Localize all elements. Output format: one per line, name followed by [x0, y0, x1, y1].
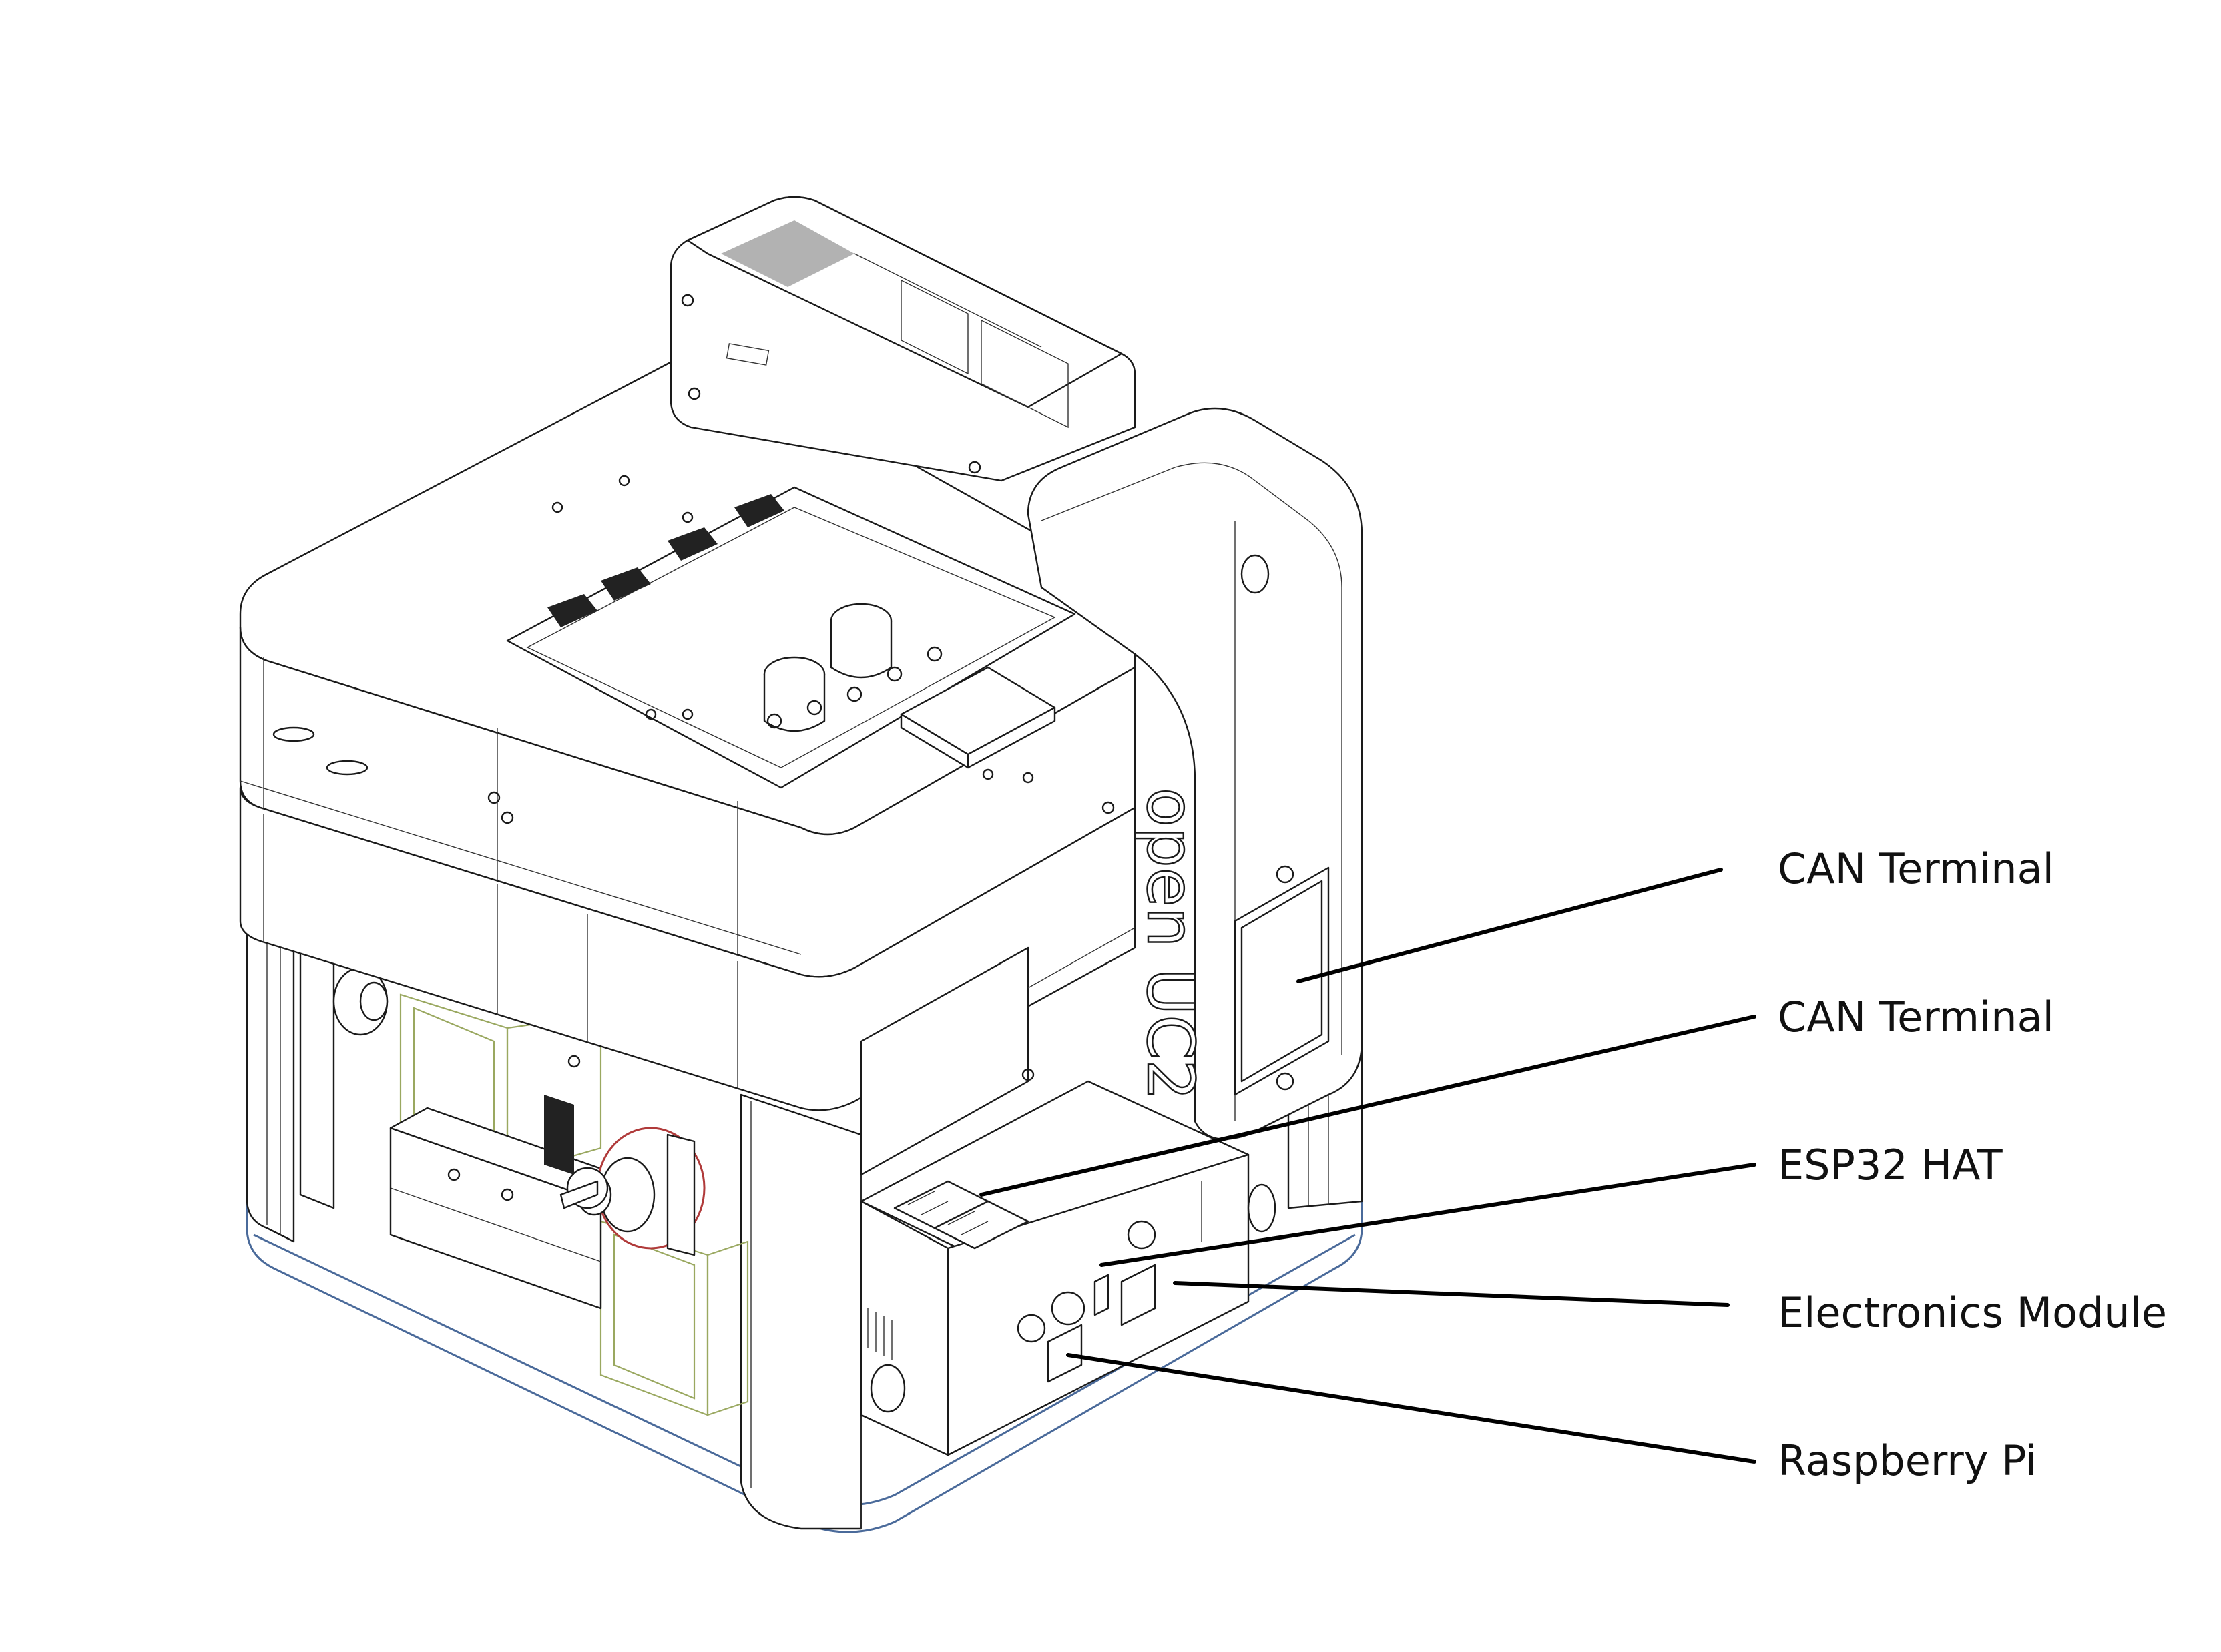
top-screws [551, 475, 1034, 784]
leader-can-terminal-2 [979, 1015, 1756, 1197]
label-raspberry-pi: Raspberry Pi [1778, 1436, 2037, 1485]
electronics-module-box [860, 1080, 1276, 1456]
leader-esp32-hat [1099, 1163, 1756, 1267]
sample-stage [506, 486, 1076, 789]
side-enclosure: open UC2 [1027, 407, 1363, 1140]
device-logo: open UC2 [1133, 788, 1208, 1100]
label-esp32-hat: ESP32 HAT [1778, 1141, 2003, 1189]
label-can-terminal-1: CAN Terminal [1778, 844, 2054, 893]
callout-labels: CAN Terminal CAN Terminal ESP32 HAT Elec… [1778, 844, 2167, 1485]
main-housing [239, 352, 1136, 1176]
can-connector-block [893, 1180, 1029, 1250]
label-electronics-module: Electronics Module [1778, 1288, 2167, 1337]
leader-lines [979, 868, 1756, 1464]
label-can-terminal-2: CAN Terminal [1778, 993, 2054, 1041]
front-pillar [740, 1093, 862, 1530]
key [559, 1167, 609, 1209]
pcb-chip [544, 1095, 574, 1175]
open-uc2-device-drawing: open UC2 [239, 196, 1363, 1533]
leader-can-terminal-1 [1296, 868, 1723, 983]
motor-knob [576, 1127, 706, 1256]
side-vents [272, 726, 1115, 1081]
leader-electronics-module [1173, 1281, 1730, 1307]
leader-raspberry-pi [1066, 1353, 1756, 1464]
base-plate [246, 1198, 1363, 1533]
upper-tower [670, 196, 1136, 482]
